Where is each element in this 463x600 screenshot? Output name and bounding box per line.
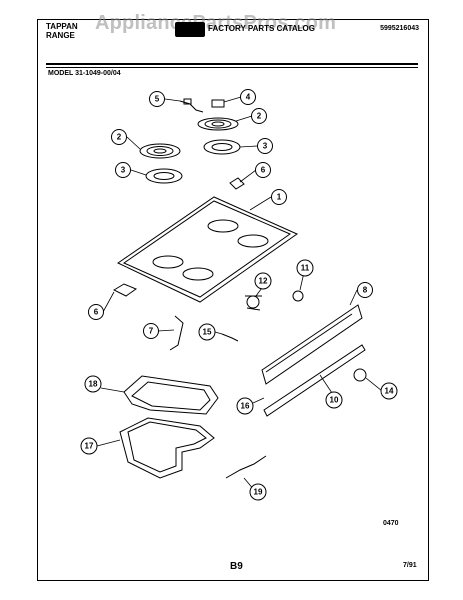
knob-part-14 [353, 368, 367, 382]
callout-3: 3 [263, 142, 268, 151]
trim-strip-part [263, 344, 366, 417]
manufacturer-logo [175, 22, 205, 37]
catalog-title: FACTORY PARTS CATALOG [208, 24, 315, 33]
callout-11: 11 [301, 264, 310, 273]
callout-16: 16 [241, 402, 250, 411]
callout-6: 6 [94, 308, 99, 317]
callout-19: 19 [254, 488, 263, 497]
diagram-code: 0470 [383, 520, 399, 527]
drip-pan-left [145, 168, 183, 184]
header-rule-thin [46, 67, 418, 68]
drip-pan-upper [203, 139, 241, 155]
infinite-switch-part [246, 295, 260, 309]
hinge-bracket-part [112, 283, 138, 297]
receptacle-part [229, 177, 245, 190]
callout-4: 4 [246, 93, 251, 102]
surface-element-upper [197, 117, 239, 131]
wire-part-19 [225, 455, 267, 479]
callout-14: 14 [385, 387, 394, 396]
wire-harness-part [169, 315, 184, 351]
terminal-part-15 [221, 333, 239, 342]
surface-element-left [139, 143, 181, 159]
callout-6: 6 [261, 166, 266, 175]
cooktop-part [117, 196, 299, 303]
callout-7: 7 [149, 327, 154, 336]
callout-17: 17 [85, 442, 94, 451]
page-border [37, 19, 429, 581]
callout-8: 8 [363, 286, 368, 295]
control-panel-part [261, 304, 363, 385]
callout-12: 12 [259, 277, 268, 286]
control-knob-part [292, 290, 304, 302]
header-rule [46, 63, 418, 65]
callout-2: 2 [117, 133, 122, 142]
bake-element-part [119, 417, 215, 479]
terminal-part [179, 100, 204, 113]
product-type: RANGE [46, 31, 75, 40]
callout-5: 5 [155, 95, 160, 104]
page-number: B9 [230, 561, 243, 572]
revision-date: 7/91 [403, 562, 417, 569]
callout-15: 15 [203, 328, 212, 337]
callout-3: 3 [121, 166, 126, 175]
broil-element-part [123, 375, 219, 415]
brand-name: TAPPAN [46, 22, 78, 31]
callout-1: 1 [277, 193, 282, 202]
document-number: 5995216043 [380, 25, 419, 32]
terminal-block-part [211, 99, 225, 108]
callout-18: 18 [89, 380, 98, 389]
model-number: MODEL 31-1049-00/04 [48, 70, 121, 77]
watermark: AppliancePartsPros.com [95, 12, 337, 34]
callout-10: 10 [330, 396, 339, 405]
callout-2: 2 [257, 112, 262, 121]
